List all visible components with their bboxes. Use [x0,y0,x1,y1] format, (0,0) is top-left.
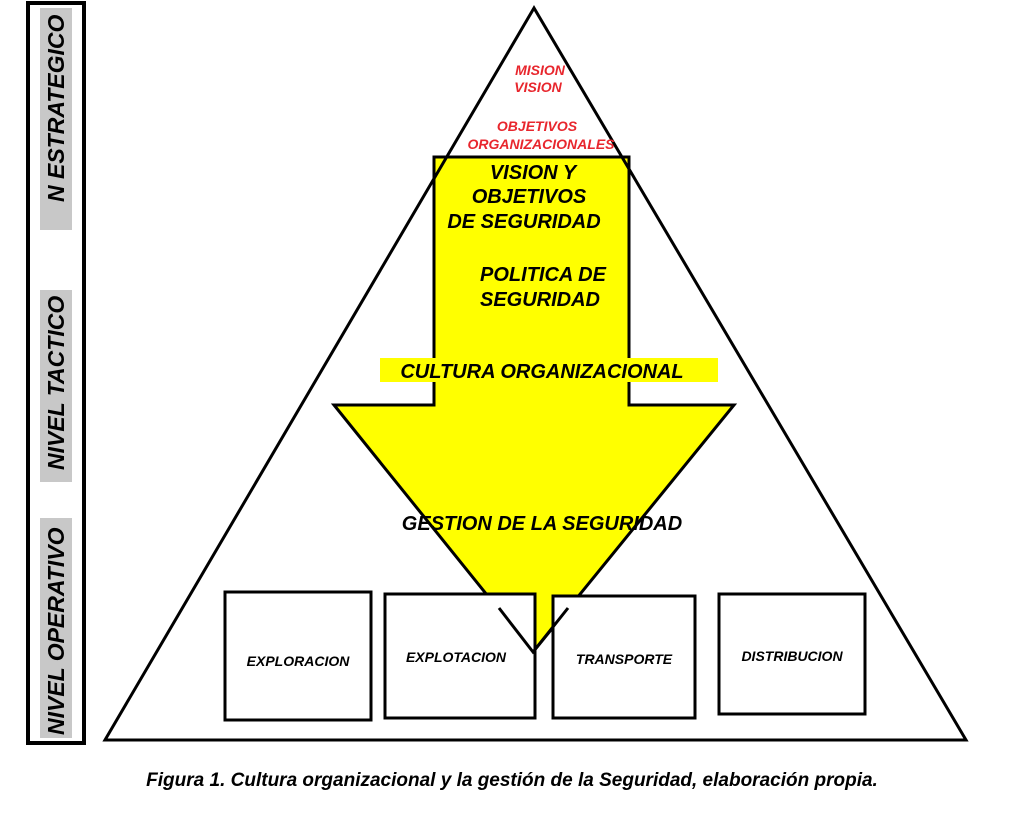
level-band-strategic [40,8,72,230]
box-exploracion [223,590,373,722]
vision-label: VISION [514,79,562,95]
mission-label: MISION [515,62,566,78]
level-label-strategic: N ESTRATEGICO [43,14,69,202]
objectives-label-line1: OBJETIVOS [497,118,578,134]
levels-frame [26,1,86,745]
figure-caption: Figura 1. Cultura organizacional y la ge… [146,770,878,791]
security-policy-line1: POLITICA DE [480,264,607,286]
level-band-tactical [40,290,72,482]
level-label-operational: NIVEL OPERATIVO [43,527,69,735]
arrow-tip-outline [497,607,570,655]
box-distribucion [717,592,867,716]
box-label-distribucion: DISTRIBUCION [741,648,843,664]
box-label-exploracion: EXPLORACION [247,653,351,669]
organizational-culture-label: CULTURA ORGANIZACIONAL [400,361,683,383]
security-vision-line2: OBJETIVOS [472,186,587,208]
security-management-label: GESTION DE LA SEGURIDAD [402,513,682,535]
objectives-label-line2: ORGANIZACIONALES [468,136,616,152]
box-explotacion [383,592,537,720]
culture-highlight [380,358,718,382]
security-vision-line3: DE SEGURIDAD [447,211,600,233]
level-band-operational [40,518,72,738]
security-vision-line1: VISION Y [490,162,578,184]
security-policy-line2: SEGURIDAD [480,289,600,311]
box-label-explotacion: EXPLOTACION [406,649,507,665]
level-label-tactical: NIVEL TACTICO [43,296,69,470]
pyramid-triangle [102,5,969,742]
box-label-transporte: TRANSPORTE [576,651,673,667]
box-transporte [551,594,697,720]
culture-arrow [330,155,738,655]
